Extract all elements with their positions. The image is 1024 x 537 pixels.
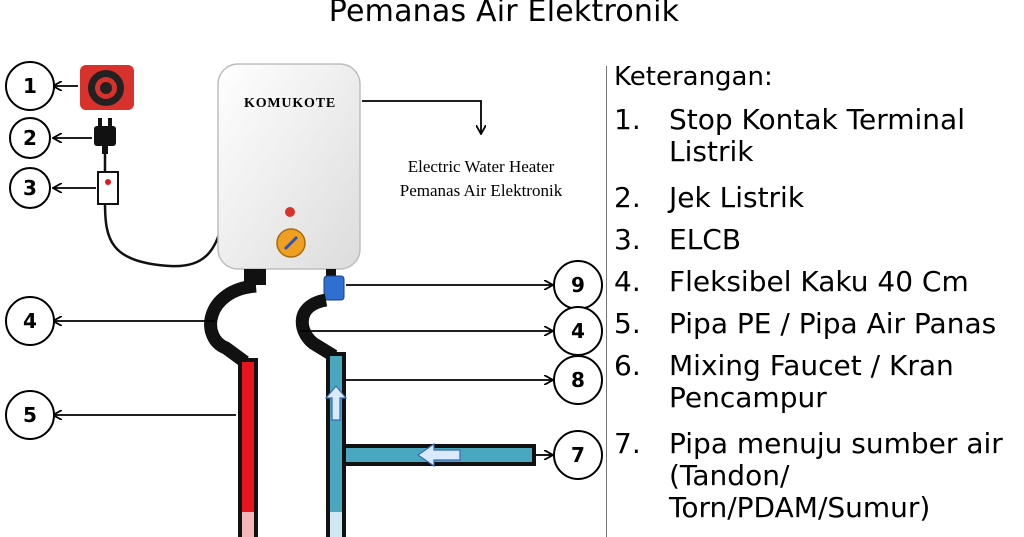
legend-item-number: 7. — [614, 427, 641, 460]
flow-arrow-left — [416, 442, 461, 468]
legend-item-text: ELCB — [669, 223, 742, 256]
callout-4-right: 4 — [571, 319, 585, 343]
legend-heading: Keterangan: — [614, 62, 773, 92]
caption-line-1: Electric Water Heater — [408, 157, 555, 176]
legend-item-number: 1. — [614, 103, 641, 136]
power-outlet — [80, 65, 134, 110]
callout-1: 1 — [23, 74, 37, 98]
cold-flexible-hose — [295, 293, 338, 362]
callout-5: 5 — [23, 403, 37, 427]
callout-8: 8 — [571, 368, 585, 392]
legend-item-text: Pipa PE / Pipa Air Panas — [669, 307, 997, 340]
callout-7: 7 — [571, 443, 585, 467]
legend-item-number: 3. — [614, 223, 641, 256]
legend-item-number: 4. — [614, 265, 641, 298]
legend-item-number: 5. — [614, 307, 641, 340]
legend-item-text: Mixing Faucet / Kran Pencampur — [669, 349, 954, 414]
diagram-title: Pemanas Air Elektronik — [328, 0, 680, 29]
legend-item-text: Jek Listrik — [669, 181, 805, 214]
temperature-knob — [276, 228, 306, 258]
legend-item-number: 6. — [614, 349, 641, 382]
flow-arrow-up — [324, 385, 348, 421]
callout-3: 3 — [23, 176, 37, 200]
legend-divider — [606, 66, 607, 537]
caption-arrow — [362, 100, 481, 133]
indicator-light — [285, 207, 295, 217]
power-cable — [103, 154, 224, 268]
legend-item-text: Stop Kontak Terminal Listrik — [669, 103, 965, 168]
callout-9: 9 — [571, 273, 585, 297]
callout-4-left: 4 — [23, 309, 37, 333]
electric-plug — [94, 118, 116, 154]
callout-arrows — [54, 86, 552, 455]
heater-brand: KOMUKOTE — [244, 96, 336, 111]
caption-line-2: Pemanas Air Elektronik — [400, 181, 563, 200]
hot-flexible-hose — [204, 279, 257, 368]
callout-circles — [5, 61, 603, 480]
legend-item-text: Fleksibel Kaku 40 Cm — [669, 265, 969, 298]
legend-item-text: Pipa menuju sumber air (Tandon/ Torn/PDA… — [669, 427, 1003, 524]
callout-2: 2 — [23, 126, 37, 150]
blue-connector — [323, 275, 345, 301]
legend-item-number: 2. — [614, 181, 641, 214]
elcb-device — [97, 171, 119, 205]
